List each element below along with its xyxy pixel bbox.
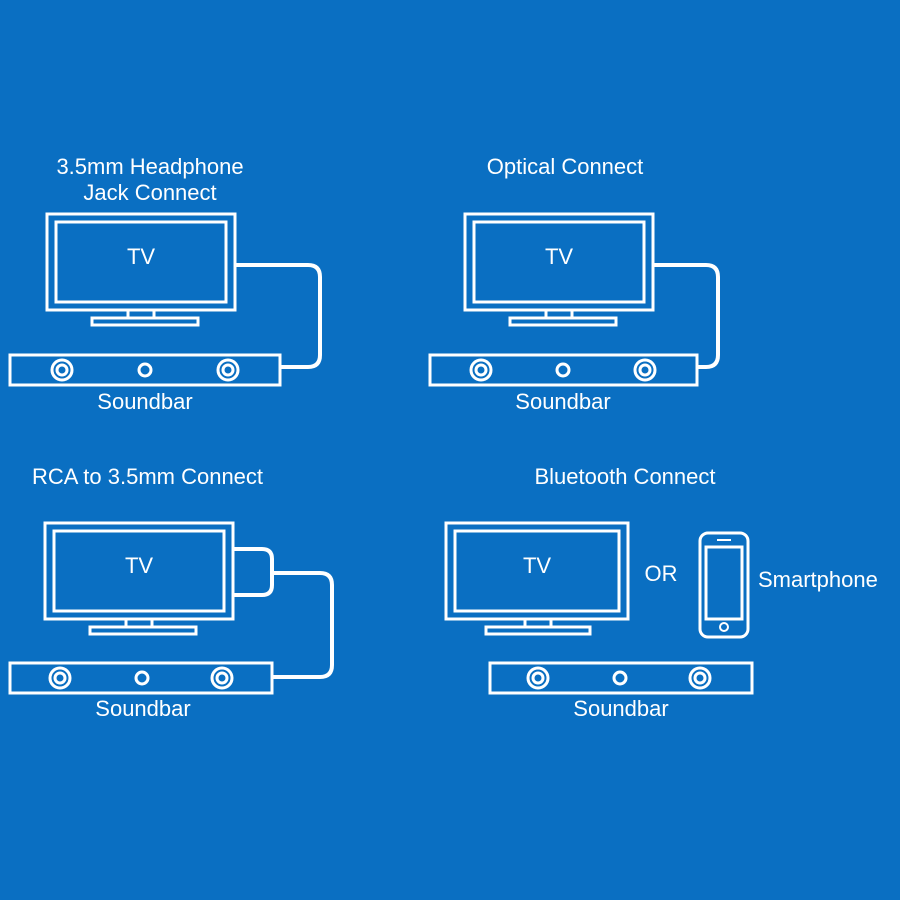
soundbar-label: Soundbar <box>95 696 191 721</box>
soundbar-icon <box>488 661 754 695</box>
headphone-cable <box>236 263 322 369</box>
panel-headphone <box>8 212 322 387</box>
or-label: OR <box>644 561 678 586</box>
tv-label: TV <box>544 244 574 269</box>
smartphone-icon <box>698 531 750 639</box>
rca-cable <box>234 547 274 597</box>
optical-cable <box>654 263 720 369</box>
panel-title-bluetooth: Bluetooth Connect <box>534 464 716 489</box>
panel-title-rca: RCA to 3.5mm Connect <box>31 464 264 489</box>
soundbar-label: Soundbar <box>97 389 193 414</box>
panel-title-headphone: 3.5mm Headphone Jack Connect <box>56 154 244 205</box>
rca-to-3-5mm-cable <box>272 571 334 679</box>
tv-label: TV <box>124 553 154 578</box>
tv-icon <box>45 212 237 327</box>
smartphone-label: Smartphone <box>758 567 878 592</box>
tv-icon <box>43 521 235 636</box>
tv-label: TV <box>126 244 156 269</box>
tv-label: TV <box>522 553 552 578</box>
panel-rca <box>8 521 334 695</box>
panel-bluetooth <box>444 521 754 695</box>
panel-optical <box>428 212 720 387</box>
soundbar-icon <box>428 353 699 387</box>
tv-icon <box>463 212 655 327</box>
soundbar-icon <box>8 353 282 387</box>
soundbar-label: Soundbar <box>573 696 669 721</box>
soundbar-label: Soundbar <box>515 389 611 414</box>
soundbar-icon <box>8 661 274 695</box>
panel-title-optical: Optical Connect <box>486 154 644 179</box>
tv-icon <box>444 521 630 636</box>
